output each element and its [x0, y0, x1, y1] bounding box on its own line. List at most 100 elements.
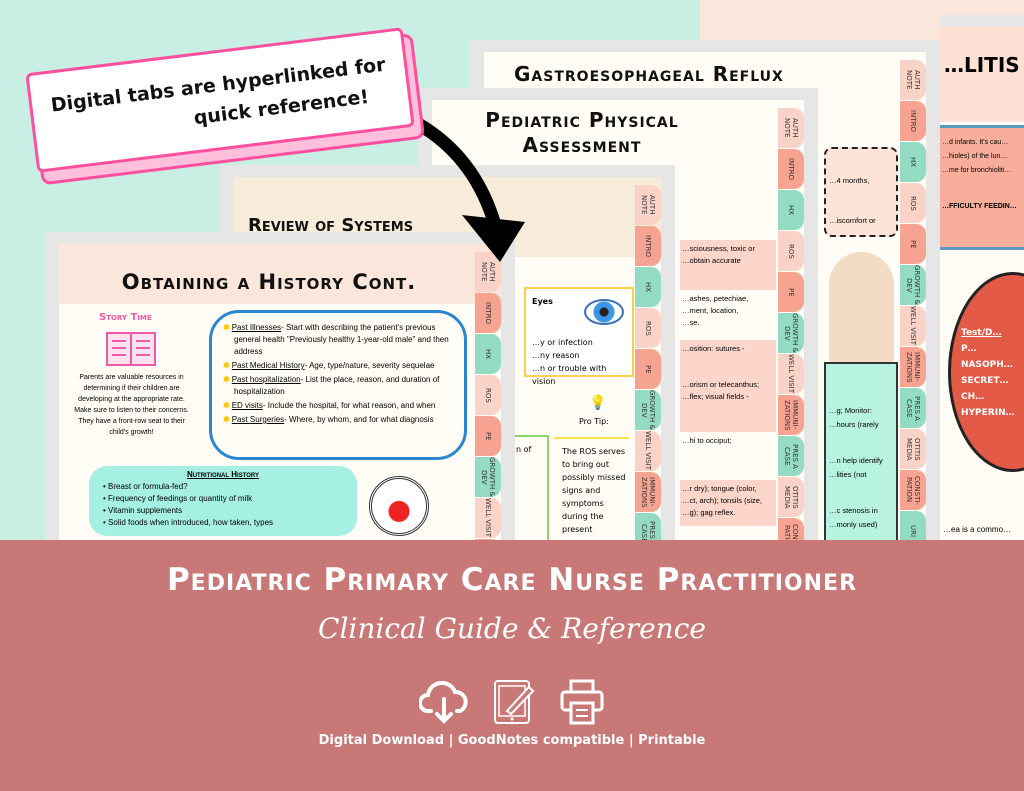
text-line: …osition: sutures - [682, 344, 745, 353]
text-line: …g); gag reflex. [682, 508, 736, 517]
printer-icon [560, 679, 604, 725]
tab-well-visit[interactable]: WELL VISIT [900, 306, 926, 346]
banner-title: Pediatric Primary Care Nurse Practitione… [166, 562, 858, 598]
tab-pe[interactable]: PE [475, 416, 501, 456]
star-icon: ✱ [223, 401, 230, 410]
tab-immuni-zations[interactable]: IMMUNI-ZATIONS [635, 472, 661, 512]
tab-hx[interactable]: HX [635, 267, 661, 307]
tab-ros[interactable]: ROS [635, 308, 661, 348]
fruit-plate-icon [369, 476, 429, 536]
item-label: Past Medical History [231, 361, 305, 370]
tab-otitis-media[interactable]: OTITIS MEDIA [900, 429, 926, 469]
page-bronchiolitis: …LITIS …d infants. It's cau… …hioles) of… [940, 15, 1024, 540]
text-line: …c stenosis in [829, 506, 878, 515]
tab-hx[interactable]: HX [475, 334, 501, 374]
tab-hx[interactable]: HX [900, 142, 926, 182]
tab-immuni-zations[interactable]: IMMUNI-ZATIONS [778, 395, 804, 435]
text-line: NASOPH… [961, 360, 1013, 370]
text-line: …ea is a commo… [943, 525, 1012, 534]
tab-immuni-zations[interactable]: IMMUNI-ZATIONS [900, 347, 926, 387]
tab-pres-a-case[interactable]: PRES A CASE [635, 513, 661, 540]
text-line: …ct, arch); tonsils (size, [682, 496, 763, 505]
star-icon: ✱ [223, 323, 230, 332]
tab-intro[interactable]: INTRO [778, 149, 804, 189]
star-icon: ✱ [223, 361, 230, 370]
page-title: Obtaining a History Cont. [121, 270, 417, 294]
tab-hx[interactable]: HX [778, 190, 804, 230]
list-item: • Breast or formula-fed? [103, 482, 188, 491]
text-line: …ment, location, [682, 306, 739, 315]
history-item: ✱Past Illnesses- Start with describing t… [223, 322, 452, 358]
nutrition-box: Nutritional History • Breast or formula-… [89, 466, 357, 536]
list-item: • Frequency of feedings or quantity of m… [103, 494, 253, 503]
text-line: …r dry); tongue (color, [682, 484, 757, 493]
text-line: …n or trouble with vision [532, 364, 607, 386]
tab-growth-dev[interactable]: GROWTH & DEV [778, 313, 804, 353]
history-item: ✱ED visits- Include the hospital, for wh… [223, 400, 452, 412]
tab-intro[interactable]: INTRO [475, 293, 501, 333]
tab-pe[interactable]: PE [900, 224, 926, 264]
tab-intro[interactable]: INTRO [900, 101, 926, 141]
tab-pres-a-case[interactable]: PRES A CASE [900, 388, 926, 428]
text-line: Test/D… [961, 328, 1002, 338]
pro-tip-text: The ROS serves to bring out possibly mis… [554, 437, 629, 536]
eyes-heading: Eyes [532, 297, 553, 306]
page-title-line2: Assessment [522, 133, 642, 157]
tab-pe[interactable]: PE [778, 272, 804, 312]
story-time-heading: Story Time [99, 312, 152, 323]
history-item: ✱Past hospitalization- List the place, r… [223, 374, 452, 398]
text-line: …4 months, [829, 176, 870, 185]
tab-immuni-zations[interactable]: IMMUNI-ZATIONS [475, 539, 501, 540]
text-line: …me for bronchioliti… [942, 167, 1012, 174]
tab-pres-a-case[interactable]: PRES A CASE [778, 436, 804, 476]
tab-consti-pation[interactable]: CONSTI-PATION [778, 518, 804, 540]
tab-auth-note[interactable]: AUTH NOTE [900, 60, 926, 100]
tab-auth-note[interactable]: AUTH NOTE [475, 252, 501, 292]
tab-auth-note[interactable]: AUTH NOTE [635, 185, 661, 225]
text-line: …obtain accurate [682, 256, 741, 265]
tab-growth-dev[interactable]: GROWTH & DEV [475, 457, 501, 497]
tab-growth-dev[interactable]: GROWTH & DEV [635, 390, 661, 430]
tab-otitis-media[interactable]: OTITIS MEDIA [778, 477, 804, 517]
eye-icon [584, 299, 624, 325]
item-label: Past hospitalization [231, 375, 301, 384]
text-line: …hi to occiput; [682, 436, 732, 445]
baby-illustration [829, 252, 894, 372]
product-banner: Pediatric Primary Care Nurse Practitione… [0, 540, 1024, 791]
text-line: …g; Monitor: [829, 406, 872, 415]
page-title: Review of Systems [248, 215, 414, 236]
tab-well-visit[interactable]: WELL VISIT [635, 431, 661, 471]
tab-growth-dev[interactable]: GROWTH & DEV [900, 265, 926, 305]
page-title: Pediatric Physical [485, 108, 679, 132]
text-line: P… [961, 344, 977, 354]
tab-ros[interactable]: ROS [900, 183, 926, 223]
item-text: - Age, type/nature, severity sequelae [304, 361, 435, 370]
history-list: ✱Past Illnesses- Start with describing t… [209, 310, 467, 460]
open-book-icon [106, 332, 156, 366]
tab-uri[interactable]: URI [900, 511, 926, 540]
item-text: - Start with describing the patient's pr… [234, 323, 449, 356]
tab-pe[interactable]: PE [635, 349, 661, 389]
list-text: Vitamin supplements [108, 506, 183, 515]
tab-well-visit[interactable]: WELL VISIT [778, 354, 804, 394]
item-label: Past Surgeries [231, 415, 285, 424]
banner-subtitle: Clinical Guide & Reference [318, 612, 706, 645]
history-item: ✱Past Surgeries- Where, by whom, and for… [223, 414, 452, 426]
tab-auth-note[interactable]: AUTH NOTE [778, 108, 804, 148]
item-label: ED visits [231, 401, 263, 410]
list-text: Frequency of feedings or quantity of mil… [108, 494, 253, 503]
tab-intro[interactable]: INTRO [635, 226, 661, 266]
cloud-download-icon [419, 680, 468, 724]
text-line: …flex; visual fields - [682, 392, 749, 401]
tab-well-visit[interactable]: WELL VISIT [475, 498, 501, 538]
tab-ros[interactable]: ROS [778, 231, 804, 271]
tab-consti-pation[interactable]: CONSTI-PATION [900, 470, 926, 510]
tab-ros[interactable]: ROS [475, 375, 501, 415]
banner-footer: Digital Download | GoodNotes compatible … [318, 733, 706, 748]
text-line: …n help identify [829, 456, 883, 465]
